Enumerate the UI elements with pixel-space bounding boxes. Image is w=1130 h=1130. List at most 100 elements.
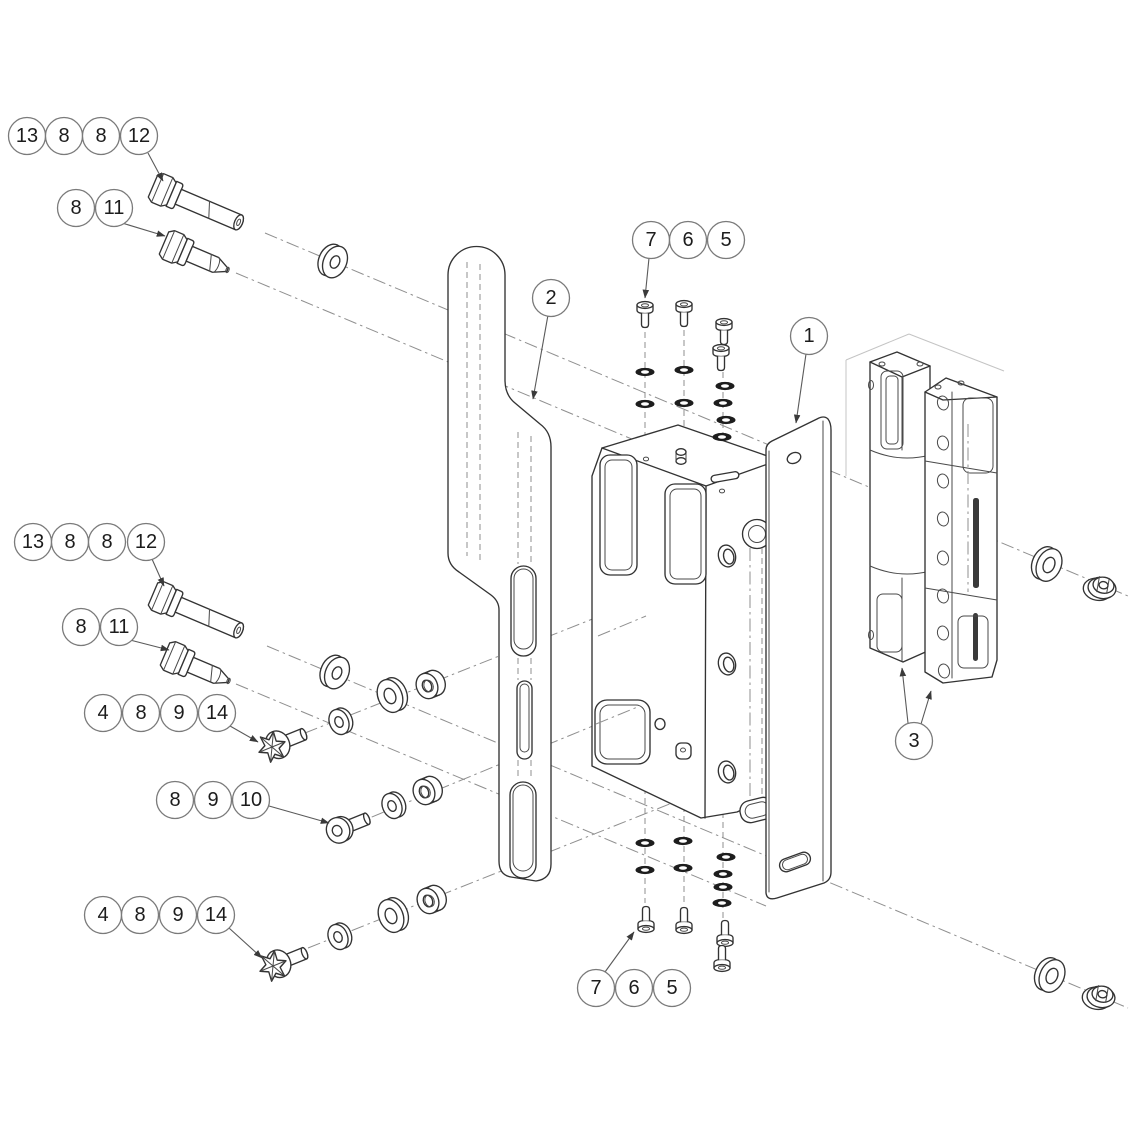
callout-label: 8 <box>75 616 86 638</box>
washer <box>1025 541 1068 587</box>
callout-label: 8 <box>135 702 146 724</box>
callout-11: 11 <box>94 188 134 228</box>
callout-8: 8 <box>87 522 127 562</box>
part-3-latch-assemblies <box>868 351 998 684</box>
strap-slot-middle <box>516 680 533 760</box>
callout-label: 12 <box>135 531 157 553</box>
counterbore-hole <box>717 544 737 568</box>
pan-screw <box>675 299 693 328</box>
callout-label: 6 <box>628 977 639 999</box>
plate-slot <box>778 851 812 873</box>
callout-label: 14 <box>205 904 227 926</box>
callout-9: 9 <box>158 895 198 935</box>
pan-screw <box>675 906 693 935</box>
callout-8: 8 <box>81 116 121 156</box>
phantom-lines <box>845 333 1005 476</box>
callout-label: 9 <box>173 702 184 724</box>
pan-screw <box>716 919 734 948</box>
callout-14: 14 <box>197 693 237 733</box>
callout-label: 14 <box>206 702 228 724</box>
lock-washer <box>712 432 732 442</box>
part-2-strap-bracket <box>447 245 552 882</box>
lock-washer <box>673 836 693 846</box>
lock-washer <box>674 398 694 408</box>
torx-screw-bottom <box>254 938 313 985</box>
callout-label: 9 <box>172 904 183 926</box>
lock-washer <box>712 898 732 908</box>
callout-8: 8 <box>50 522 90 562</box>
callout-label: 3 <box>908 730 919 752</box>
lock-washer <box>635 367 655 377</box>
lock-washer <box>713 882 733 892</box>
callout-13: 13 <box>7 116 47 156</box>
flange-nut <box>1080 573 1119 604</box>
washer <box>323 919 357 954</box>
callout-label: 1 <box>803 325 814 347</box>
callout-14: 14 <box>196 895 236 935</box>
callout-13: 13 <box>13 522 53 562</box>
hex-bolt-long-top <box>146 171 250 239</box>
counterbore-hole <box>717 760 737 784</box>
callout-label: 4 <box>97 702 108 724</box>
callout-12: 12 <box>126 522 166 562</box>
lock-washer <box>716 415 736 425</box>
callout-label: 12 <box>128 125 150 147</box>
callout-8: 8 <box>155 780 195 820</box>
washer <box>372 893 414 937</box>
callout-4: 4 <box>83 693 123 733</box>
callout-label: 8 <box>58 125 69 147</box>
callout-label: 8 <box>169 789 180 811</box>
callout-balloons: 13 8 8 12 8 11 13 8 8 12 8 11 4 8 9 14 8… <box>7 116 934 1008</box>
leader-lines <box>121 152 932 973</box>
callout-label: 11 <box>109 616 130 638</box>
callout-9: 9 <box>159 693 199 733</box>
spacer-bushing <box>411 666 450 703</box>
callout-8: 8 <box>121 693 161 733</box>
callout-8: 8 <box>56 188 96 228</box>
part-1-mounting-plate <box>739 416 832 900</box>
callout-label: 7 <box>645 229 656 251</box>
callout-label: 8 <box>95 125 106 147</box>
lock-washer <box>635 865 655 875</box>
pan-screw <box>712 343 730 372</box>
washer <box>377 788 411 823</box>
lock-washer <box>673 863 693 873</box>
washer <box>1028 952 1071 998</box>
callout-label: 8 <box>70 197 81 219</box>
callout-8: 8 <box>120 895 160 935</box>
callout-8: 8 <box>61 607 101 647</box>
lock-washer <box>635 838 655 848</box>
callout-2: 2 <box>531 278 571 318</box>
pan-screw <box>636 300 654 329</box>
pan-screw <box>713 944 731 973</box>
hex-bolt-short-top <box>157 228 236 286</box>
center-mount-body <box>591 424 780 819</box>
callout-12: 12 <box>119 116 159 156</box>
callout-label: 4 <box>97 904 108 926</box>
callout-label: 5 <box>666 977 677 999</box>
callout-label: 13 <box>16 125 38 147</box>
hex-bolt-long-mid <box>146 579 250 647</box>
callout-11: 11 <box>99 607 139 647</box>
callout-9: 9 <box>193 780 233 820</box>
lock-washer <box>713 869 733 879</box>
washer <box>314 650 355 694</box>
callout-4: 4 <box>83 895 123 935</box>
callout-label: 8 <box>101 531 112 553</box>
strap-slot-lower <box>509 781 537 879</box>
callout-label: 9 <box>207 789 218 811</box>
hex-bolt-short-mid <box>158 639 237 697</box>
spacer-bushing <box>412 881 451 918</box>
callout-label: 2 <box>545 287 556 309</box>
callout-label: 6 <box>682 229 693 251</box>
pan-screw <box>637 905 655 934</box>
callout-3: 3 <box>894 721 934 761</box>
hinge-leaf-holes <box>936 395 951 679</box>
callout-8: 8 <box>44 116 84 156</box>
callout-label: 11 <box>104 197 125 219</box>
spacer-bushing <box>408 772 447 809</box>
counterbore-hole <box>717 652 737 676</box>
strap-slot-upper <box>510 565 537 657</box>
callout-label: 8 <box>64 531 75 553</box>
latch-body-left <box>868 351 931 663</box>
